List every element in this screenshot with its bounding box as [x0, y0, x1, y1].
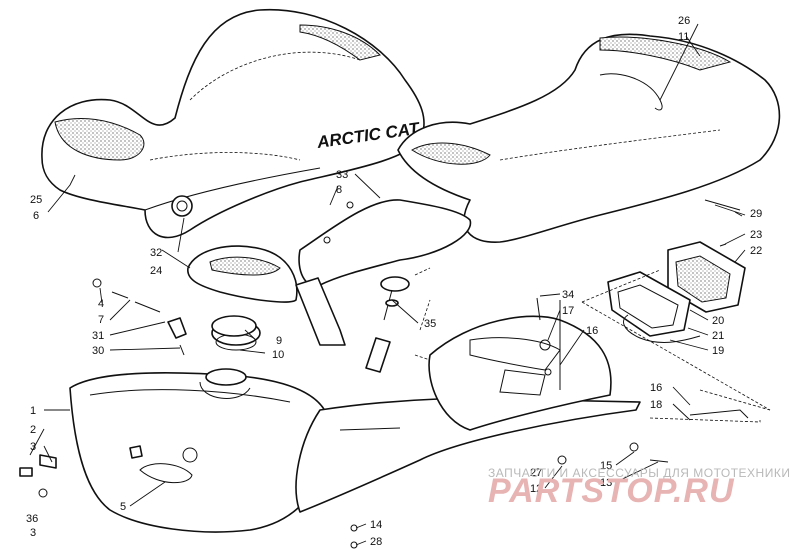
callout-29: 29 — [750, 208, 762, 220]
bracket — [295, 199, 472, 346]
callout-16b: 16 — [650, 382, 662, 394]
callout-3a: 3 — [30, 441, 36, 453]
callout-13: 13 — [600, 477, 612, 489]
side-panel — [187, 245, 298, 303]
watermark: ЗАПЧАСТИ И АКСЕССУАРЫ ДЛЯ МОТОТЕХНИКИ PA… — [488, 466, 790, 510]
fuel-tank — [69, 320, 331, 533]
callout-20: 20 — [712, 315, 724, 327]
callout-3b: 3 — [30, 527, 36, 539]
filler-tube — [365, 276, 410, 373]
callout-15: 15 — [600, 460, 612, 472]
callout-36: 36 — [26, 513, 38, 525]
callout-25: 25 — [30, 194, 42, 206]
callout-18: 18 — [650, 399, 662, 411]
callout-27: 27 — [530, 467, 542, 479]
callout-2: 2 — [30, 424, 36, 436]
left-seat: ARCTIC CAT — [41, 8, 425, 239]
callout-21: 21 — [712, 330, 724, 342]
watermark-logo: PARTSTOP.RU — [488, 472, 735, 510]
callout-8: 8 — [336, 184, 342, 196]
callout-4: 4 — [98, 298, 104, 310]
callout-9: 9 — [276, 335, 282, 347]
watermark-tagline: ЗАПЧАСТИ И АКСЕССУАРЫ ДЛЯ МОТОТЕХНИКИ — [488, 466, 790, 480]
callout-33: 33 — [336, 169, 348, 181]
callout-1: 1 — [30, 405, 36, 417]
fasteners — [19, 199, 761, 549]
tunnel — [295, 300, 641, 513]
callout-26: 26 — [678, 15, 690, 27]
callout-6: 6 — [33, 210, 39, 222]
callout-24: 24 — [150, 265, 162, 277]
assembly-lines — [414, 267, 771, 411]
taillight-assembly — [607, 241, 746, 343]
callout-7: 7 — [98, 314, 104, 326]
callout-16a: 16 — [586, 325, 598, 337]
callout-23: 23 — [750, 229, 762, 241]
callout-31: 31 — [92, 330, 104, 342]
callout-28: 28 — [370, 536, 382, 548]
callout-19: 19 — [712, 345, 724, 357]
callout-32: 32 — [150, 247, 162, 259]
callout-12: 12 — [530, 483, 542, 495]
callout-22: 22 — [750, 245, 762, 257]
callout-14: 14 — [370, 519, 382, 531]
leader-lines — [29, 23, 746, 546]
callout-30: 30 — [92, 345, 104, 357]
callout-10: 10 — [272, 349, 284, 361]
right-seat — [397, 33, 781, 243]
callout-34: 34 — [562, 289, 574, 301]
callout-35: 35 — [424, 318, 436, 330]
callout-labels: 1 2 3 3 36 4 7 31 30 5 25 6 32 24 33 8 9… — [26, 15, 762, 548]
callout-11: 11 — [678, 31, 689, 43]
callout-5: 5 — [120, 501, 126, 513]
callout-17: 17 — [562, 305, 574, 317]
